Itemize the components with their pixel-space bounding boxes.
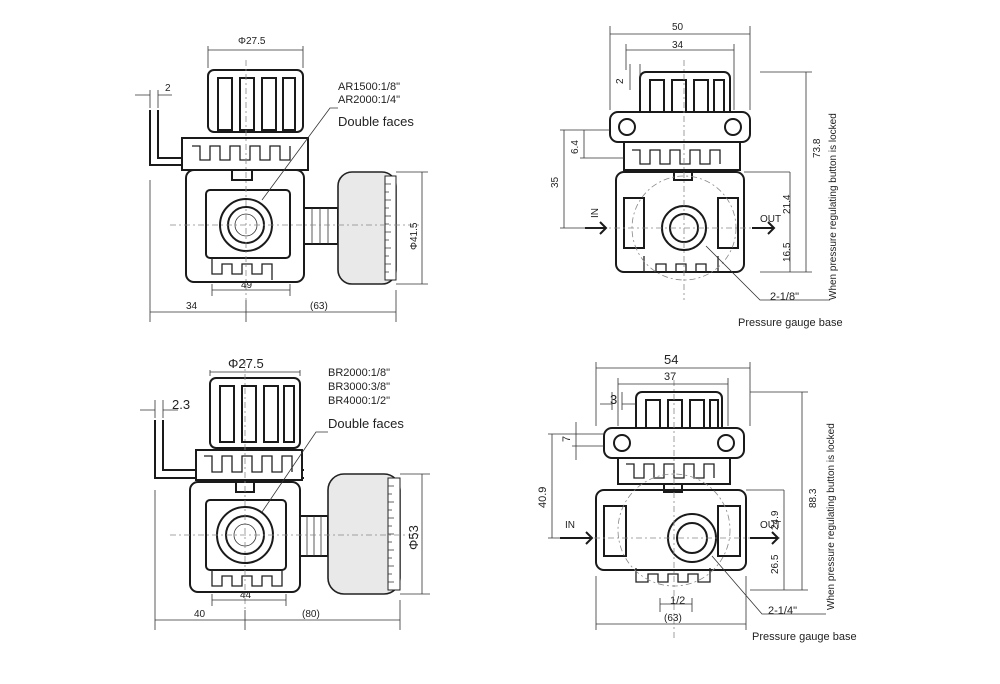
dim-small-tr: 2 [615,78,626,84]
dim-top-inner-br: 37 [664,371,676,383]
dim-d4-tr: 21.4 [782,194,793,214]
figure-regulator-br-side: IN OUT 54 37 3 7 40.9 88.3 24.9 26.5 Whe… [537,352,857,643]
figure-regulator-ar-front: Φ27.5 2 49 34 (63) Φ41.5 AR1500:1/8" AR2… [135,36,428,322]
dim-d5-br: 26.5 [770,554,781,574]
dim-phi-top: Φ27.5 [238,36,266,47]
dim-d2-tr: 35 [550,176,561,188]
figure-regulator-ar-side: IN OUT 50 34 2 6.4 35 73.8 21.4 16.5 Whe… [550,22,843,329]
port-in-label-br: IN [565,520,575,531]
callout-model-2: AR2000:1/4" [338,94,400,106]
dim-top-inner-tr: 34 [672,40,684,51]
callout-double-faces: Double faces [338,114,414,129]
dim-d5-tr: 16.5 [782,242,793,262]
callout-model-bl-3: BR4000:1/2" [328,395,390,407]
dim-small-br: 3 [610,392,617,407]
dim-d4-br: 24.9 [770,510,781,530]
callout-thread-tr: 2-1/8" [770,291,799,303]
callout-model-bl-1: BR2000:1/8" [328,367,390,379]
port-in-label-tr: IN [590,208,601,218]
dim-offset: 2 [165,83,171,94]
figure-regulator-br-front: Φ27.5 2.3 44 40 (80) Φ53 BR2000:1/8" BR3… [140,356,430,630]
dim-right: (63) [310,301,328,312]
dim-d3-br: 88.3 [808,488,819,508]
port-out-label-tr: OUT [760,214,781,225]
dim-gauge-dia: Φ41.5 [409,222,420,250]
dim-width-bottom: 49 [241,280,253,291]
port-out-label-br: OUT [760,520,781,531]
dim-top-outer-br: 54 [664,352,678,367]
locked-note-br: When pressure regulating button is locke… [826,423,837,610]
callout-model-bl-2: BR3000:3/8" [328,381,390,393]
callout-gauge-base-br: Pressure gauge base [752,631,857,643]
dim-d2-br: 40.9 [537,487,549,508]
dim-thread-br: 1/2 [670,595,685,607]
locked-note-tr: When pressure regulating button is locke… [828,113,839,300]
dim-bottom-br: (63) [664,613,682,624]
dim-right-bl: (80) [302,609,320,620]
callout-double-faces-bl: Double faces [328,416,404,431]
callout-gauge-base-tr: Pressure gauge base [738,317,843,329]
dim-d3-tr: 73.8 [812,138,823,158]
dim-left-bl: 40 [194,609,206,620]
dim-d1-br: 7 [561,436,573,442]
dim-gauge-dia-bl: Φ53 [406,525,421,550]
dim-left: 34 [186,301,198,312]
dim-phi-top-bl: Φ27.5 [228,356,264,371]
callout-model-1: AR1500:1/8" [338,81,400,93]
callout-thread-br: 2-1/4" [768,605,797,617]
dim-top-outer-tr: 50 [672,22,684,33]
dim-offset-bl: 2.3 [172,397,190,412]
dim-width-bottom-bl: 44 [240,590,252,601]
dim-d1-tr: 6.4 [570,140,581,154]
